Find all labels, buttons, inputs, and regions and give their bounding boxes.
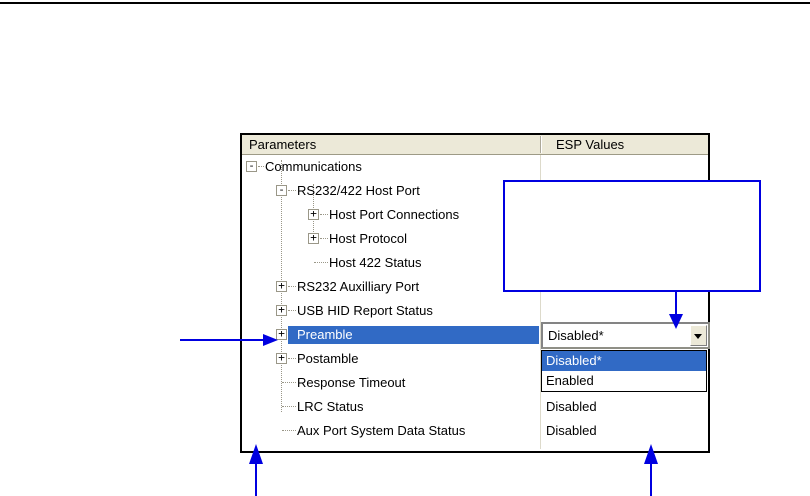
tree-row-host-port-connections[interactable]: + Host Port Connections: [242, 203, 706, 227]
column-divider: [540, 155, 541, 449]
dropdown-option-enabled[interactable]: Enabled: [546, 373, 594, 388]
arrow-to-combobox-line: [675, 292, 677, 314]
tree-row-label: RS232 Auxilliary Port: [297, 279, 420, 294]
tree-connector: [288, 358, 296, 359]
tree-connector: [320, 214, 328, 215]
esp-value: Disabled: [546, 399, 597, 414]
combobox-dropdown-button[interactable]: [690, 325, 707, 346]
tree-connector: [320, 238, 328, 239]
tree-connector: [282, 406, 296, 407]
expand-icon[interactable]: +: [308, 232, 319, 244]
tree-row-host-422-status[interactable]: Host 422 Status: [242, 251, 706, 275]
tree-row-label: Response Timeout: [297, 375, 406, 390]
tree-row-label: LRC Status: [297, 399, 364, 414]
tree-row-aux-port-system-data-status[interactable]: Aux Port System Data Status Disabled: [242, 419, 706, 443]
tree-row-postamble[interactable]: + Postamble: [242, 347, 706, 371]
preamble-value-combobox[interactable]: Disabled*: [541, 322, 710, 349]
tree-connector: [314, 262, 328, 263]
preamble-dropdown-list: Disabled* Enabled: [541, 350, 707, 392]
tree-row-host-protocol[interactable]: + Host Protocol: [242, 227, 706, 251]
callout-box: [503, 180, 761, 292]
tree-connector: [288, 286, 296, 287]
collapse-icon[interactable]: -: [276, 184, 287, 196]
tree-connector: [282, 430, 296, 431]
tree-row-label: Communications: [265, 159, 362, 174]
arrow-to-esp-values-column-head: [644, 444, 658, 464]
tree-row-usb-hid-report-status[interactable]: + USB HID Report Status: [242, 299, 706, 323]
expand-icon[interactable]: +: [276, 304, 287, 316]
tree-row-label: Preamble: [297, 327, 353, 342]
page-top-rule: [0, 2, 810, 4]
tree-connector: [288, 310, 296, 311]
tree-row-rs232-auxilliary-port[interactable]: + RS232 Auxilliary Port: [242, 275, 706, 299]
expand-icon[interactable]: +: [276, 280, 287, 292]
arrow-to-combobox-head: [669, 314, 683, 329]
header-parameters: Parameters: [249, 137, 317, 152]
header-column-divider: [540, 136, 541, 153]
tree-connector: [258, 166, 264, 167]
tree-row-response-timeout[interactable]: Response Timeout: [242, 371, 706, 395]
expand-icon[interactable]: +: [308, 208, 319, 220]
tree-row-label: Host Port Connections: [329, 207, 460, 222]
tree-row-label: Aux Port System Data Status: [297, 423, 466, 438]
header-column-divider-highlight: [541, 136, 542, 153]
chevron-down-icon: [694, 334, 702, 339]
tree-row-label: Host Protocol: [329, 231, 408, 246]
combobox-value[interactable]: Disabled*: [544, 324, 688, 347]
arrow-to-preamble-head: [263, 334, 278, 346]
tree-row-label: RS232/422 Host Port: [297, 183, 420, 198]
tree-connector: [282, 382, 296, 383]
tree-connector: [288, 190, 296, 191]
arrow-to-esp-values-column-line: [650, 464, 652, 496]
tree-row-communications[interactable]: - Communications: [242, 155, 706, 179]
arrow-to-parameters-column-head: [249, 444, 263, 464]
arrow-to-parameters-column-line: [255, 464, 257, 496]
header-esp-values: ESP Values: [556, 137, 625, 152]
table-header: Parameters ESP Values: [242, 135, 708, 155]
tree-row-label: Postamble: [297, 351, 359, 366]
tree-row-lrc-status[interactable]: LRC Status Disabled: [242, 395, 706, 419]
esp-value: Disabled: [546, 423, 597, 438]
tree-row-label: USB HID Report Status: [297, 303, 433, 318]
tree-row-label: Host 422 Status: [329, 255, 422, 270]
arrow-to-preamble-line: [180, 339, 263, 341]
selection-highlight: [288, 326, 539, 344]
collapse-icon[interactable]: -: [246, 160, 257, 172]
dropdown-option-disabled[interactable]: Disabled*: [542, 351, 706, 371]
expand-icon[interactable]: +: [276, 352, 287, 364]
tree-row-rs232-422-host-port[interactable]: - RS232/422 Host Port: [242, 179, 706, 203]
